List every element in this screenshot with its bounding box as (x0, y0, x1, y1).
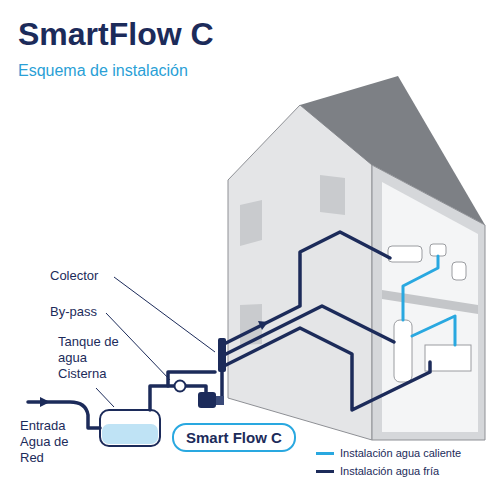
legend-text: Instalación agua fría (340, 465, 439, 477)
cold-pipes (28, 232, 430, 428)
bathtub (388, 246, 422, 262)
cutaway (382, 182, 478, 432)
window (240, 200, 262, 246)
callout-label: Tanque de agua Cisterna (58, 334, 120, 382)
front-wall (372, 165, 485, 440)
flow-arrow (258, 321, 268, 330)
legend-item: Instalación agua caliente (316, 446, 461, 459)
hot-pipes (403, 256, 455, 345)
callout-label: By-pass (50, 304, 97, 320)
callout-label: Colector (50, 268, 98, 284)
pump-motor (216, 396, 224, 405)
title: SmartFlow C (18, 16, 214, 53)
valve-symbol (175, 381, 186, 392)
kitchen-counter (425, 345, 471, 371)
manifold-symbol (218, 338, 226, 372)
callout-label: Entrada Agua de Red (20, 418, 82, 466)
legend-item: Instalación agua fría (316, 464, 439, 477)
legend-line (316, 470, 334, 473)
legend-line (316, 452, 334, 455)
pump-symbol (198, 392, 216, 408)
window (320, 175, 345, 215)
water-tank (100, 410, 160, 446)
device-name: Smart Flow C (186, 429, 282, 446)
water-heater (394, 320, 412, 382)
tank-water (102, 424, 158, 444)
device-box: Smart Flow C (172, 423, 296, 452)
legend-text: Instalación agua caliente (340, 447, 461, 459)
subtitle: Esquema de instalación (18, 62, 188, 80)
toilet (452, 262, 466, 280)
flow-arrow (40, 397, 50, 407)
sink (430, 244, 446, 256)
floor-slab (382, 290, 478, 314)
